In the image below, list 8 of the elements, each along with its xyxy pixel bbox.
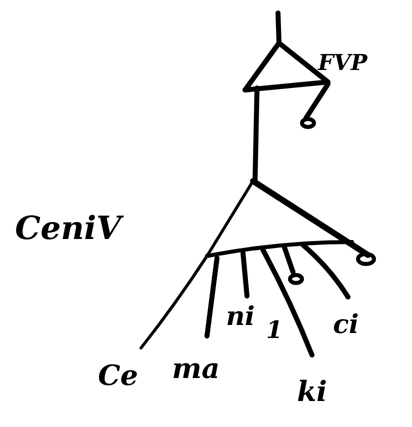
phrase-label: CeniV	[15, 212, 122, 244]
leaf-label: ki	[297, 378, 328, 406]
leaf-label: ci	[333, 312, 359, 338]
leaf-label: 1	[266, 318, 283, 342]
leaf-label: ni	[226, 304, 255, 330]
leaf-label: Ce	[98, 362, 138, 390]
phrase-label: FVP	[318, 52, 368, 74]
leaf-label: ma	[172, 355, 220, 383]
